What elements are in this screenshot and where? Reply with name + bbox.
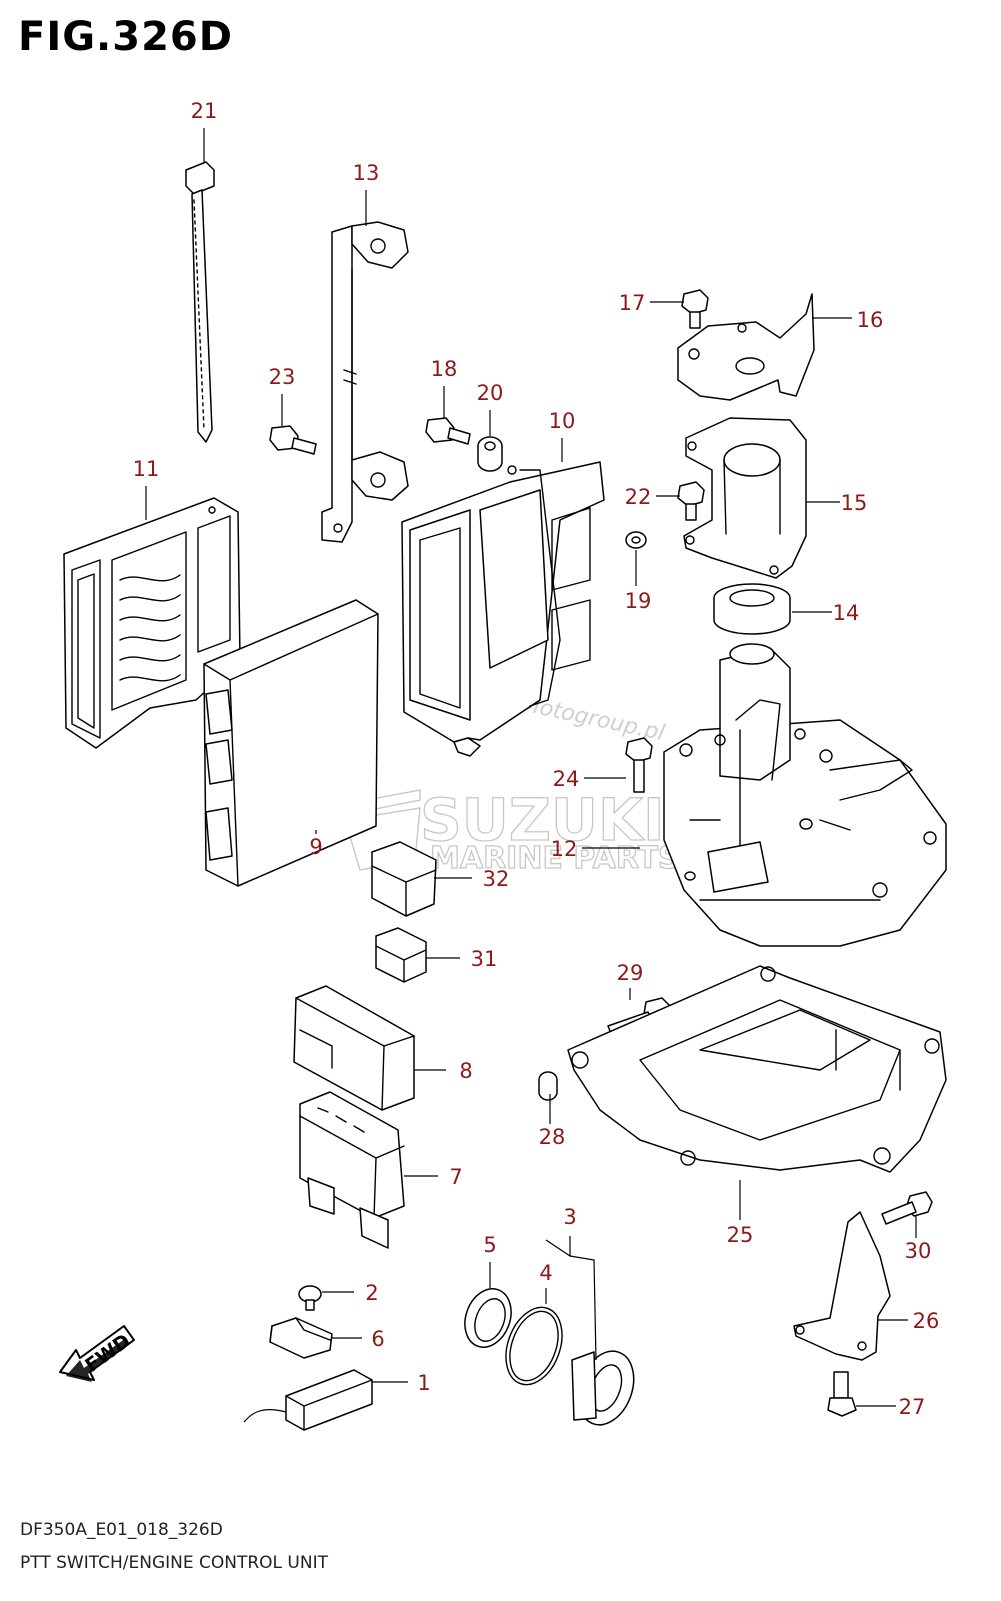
part-4-o-ring: [505, 1306, 563, 1386]
part-11-cover: [63, 497, 241, 749]
watermark-subtitle: MARINE PARTS: [430, 841, 680, 876]
part-label-27: 27: [899, 1395, 926, 1419]
part-label-21: 21: [191, 99, 218, 123]
part-20-collar: [477, 436, 503, 472]
part-31-relay: [375, 927, 427, 983]
figure-code: DF350A_E01_018_326D: [20, 1520, 223, 1540]
part-13-bracket: [321, 221, 409, 543]
part-25-frame: [567, 965, 947, 1173]
part-label-22: 22: [625, 485, 652, 509]
part-label-9: 9: [309, 835, 322, 859]
part-28-collar: [538, 1071, 558, 1101]
part-8-cover: [293, 985, 415, 1111]
part-30-bolt: [881, 1191, 933, 1225]
part-label-6: 6: [371, 1327, 384, 1351]
part-3-trim-switch: [571, 1350, 635, 1426]
part-label-5: 5: [483, 1233, 496, 1257]
figure-title: FIG.326D: [18, 14, 233, 60]
part-17-bolt: [681, 289, 709, 329]
part-5-ring: [464, 1288, 512, 1348]
part-label-29: 29: [617, 961, 644, 985]
part-label-15: 15: [841, 491, 868, 515]
part-24-bolt: [625, 737, 653, 793]
part-label-10: 10: [549, 409, 576, 433]
part-19-grommet: [625, 531, 647, 549]
part-14-seal: [713, 583, 791, 635]
part-label-19: 19: [625, 589, 652, 613]
part-23-bolt: [269, 425, 317, 455]
part-label-16: 16: [857, 308, 884, 332]
part-label-13: 13: [353, 161, 380, 185]
part-9-ecu: [203, 599, 379, 887]
part-label-26: 26: [913, 1309, 940, 1333]
part-18-bolt: [425, 417, 471, 445]
part-12-ptt-unit: [663, 643, 947, 947]
leader-lines: [145, 128, 917, 1407]
part-16-plate: [677, 293, 815, 401]
part-label-3: 3: [563, 1205, 576, 1229]
part-label-14: 14: [833, 601, 860, 625]
part-label-31: 31: [471, 947, 498, 971]
part-10-ecu-bracket: [401, 461, 605, 757]
figure-caption: PTT SWITCH/ENGINE CONTROL UNIT: [20, 1553, 328, 1573]
part-15-housing: [683, 417, 807, 579]
part-6-clamp: [269, 1317, 333, 1359]
part-32-relay: [371, 841, 437, 917]
part-label-11: 11: [133, 457, 160, 481]
part-label-24: 24: [553, 767, 580, 791]
part-label-7: 7: [449, 1165, 462, 1189]
part-26-bracket: [793, 1211, 891, 1361]
part-27-bolt: [827, 1371, 857, 1417]
part-label-25: 25: [727, 1223, 754, 1247]
part-label-12: 12: [551, 837, 578, 861]
part-label-18: 18: [431, 357, 458, 381]
part-21-cable-tie: [185, 161, 215, 443]
watermark-brand: SUZUKI: [420, 786, 665, 854]
part-label-20: 20: [477, 381, 504, 405]
part-label-23: 23: [269, 365, 296, 389]
part-1-ptt-switch: [243, 1369, 373, 1431]
part-label-8: 8: [459, 1059, 472, 1083]
fwd-arrow-icon: FWD: [59, 1325, 135, 1382]
part-label-28: 28: [539, 1125, 566, 1149]
part-label-1: 1: [417, 1371, 430, 1395]
part-labels: 21 13 23 18 20 10 11 17 16 22 15 19 14 2…: [133, 99, 940, 1419]
part-7-fuse-box: [299, 1091, 405, 1249]
part-label-17: 17: [619, 291, 646, 315]
part-22-bolt: [677, 481, 705, 521]
part-label-2: 2: [365, 1281, 378, 1305]
part-label-32: 32: [483, 867, 510, 891]
part-label-30: 30: [905, 1239, 932, 1263]
part-label-4: 4: [539, 1261, 552, 1285]
part-2-screw: [298, 1285, 322, 1311]
